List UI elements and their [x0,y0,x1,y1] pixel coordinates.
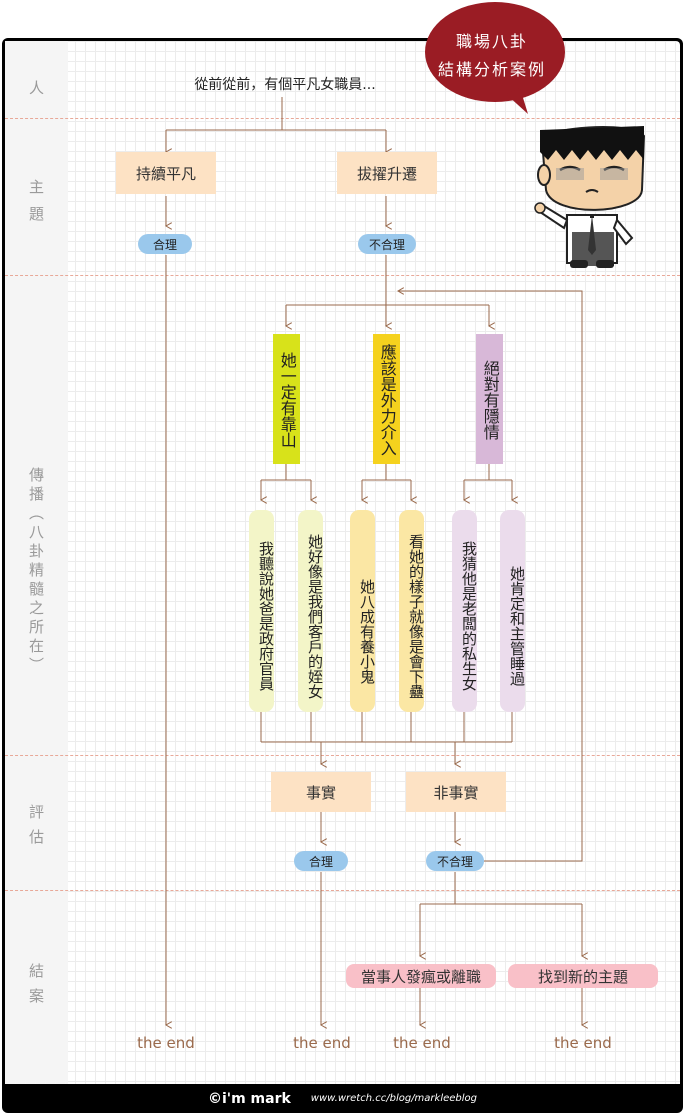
section-label-topic: 主題 [28,178,44,223]
topic-promotion: 拔擢升遷 [337,152,437,194]
ending-quit-or-breakdown: 當事人發瘋或離職 [346,964,496,988]
rumor-raises-ghost: 她八成有養小鬼 [350,510,376,712]
verdict-unreasonable-pill: 不合理 [358,234,416,254]
verdict-reasonable-pill: 合理 [138,234,192,254]
footer-logo: ©i'm mark [207,1090,291,1107]
the-end-label: the end [393,1034,451,1052]
the-end-label: the end [137,1034,195,1052]
topic-stay-ordinary: 持續平凡 [116,152,216,194]
the-end-label: the end [554,1034,612,1052]
bubble-title: 職場八卦 結構分析案例 [437,32,546,79]
section-label-spread: 傳播︵八卦精髓之所在︶ [28,466,44,674]
section-label-evaluate: 評估 [28,803,44,846]
hypothesis-hidden-story: 絕對有隱情 [476,334,503,464]
footer-url: www.wretch.cc/blog/markleeblog [310,1093,478,1104]
section-label-person: 人 [28,79,44,97]
hypothesis-backer: 她一定有靠山 [273,334,300,464]
rumor-client-niece: 她好像是我們客戶的姪女 [298,510,324,712]
rumor-casts-curse: 看她的樣子就像是會下蠱 [399,510,425,712]
ending-new-topic: 找到新的主題 [508,964,658,988]
evaluation-nonfact: 非事實 [406,772,506,812]
mark-character-illustration [534,126,646,268]
speech-bubble [425,2,565,114]
verdict-unreasonable-pill: 不合理 [426,851,484,871]
the-end-label: the end [293,1034,351,1052]
rumor-boss-daughter: 我猜他是老闆的私生女 [452,510,478,712]
rumor-father-official: 我聽說她爸是政府官員 [249,510,275,712]
rumor-slept-with-manager: 她肯定和主管睡過 [500,510,526,712]
section-divider [5,890,680,891]
footer-bar: ©i'm mark www.wretch.cc/blog/markleeblog [5,1084,680,1113]
evaluation-fact: 事實 [271,772,371,812]
intro-text: 從前從前，有個平凡女職員... [194,77,376,93]
section-label-conclude: 結案 [28,962,44,1005]
section-divider [5,275,680,276]
hypothesis-outside-influence: 應該是外力介入 [373,334,400,464]
section-column [5,41,68,1084]
verdict-reasonable-pill: 合理 [294,851,348,871]
section-divider [5,755,680,756]
section-divider [5,118,680,119]
